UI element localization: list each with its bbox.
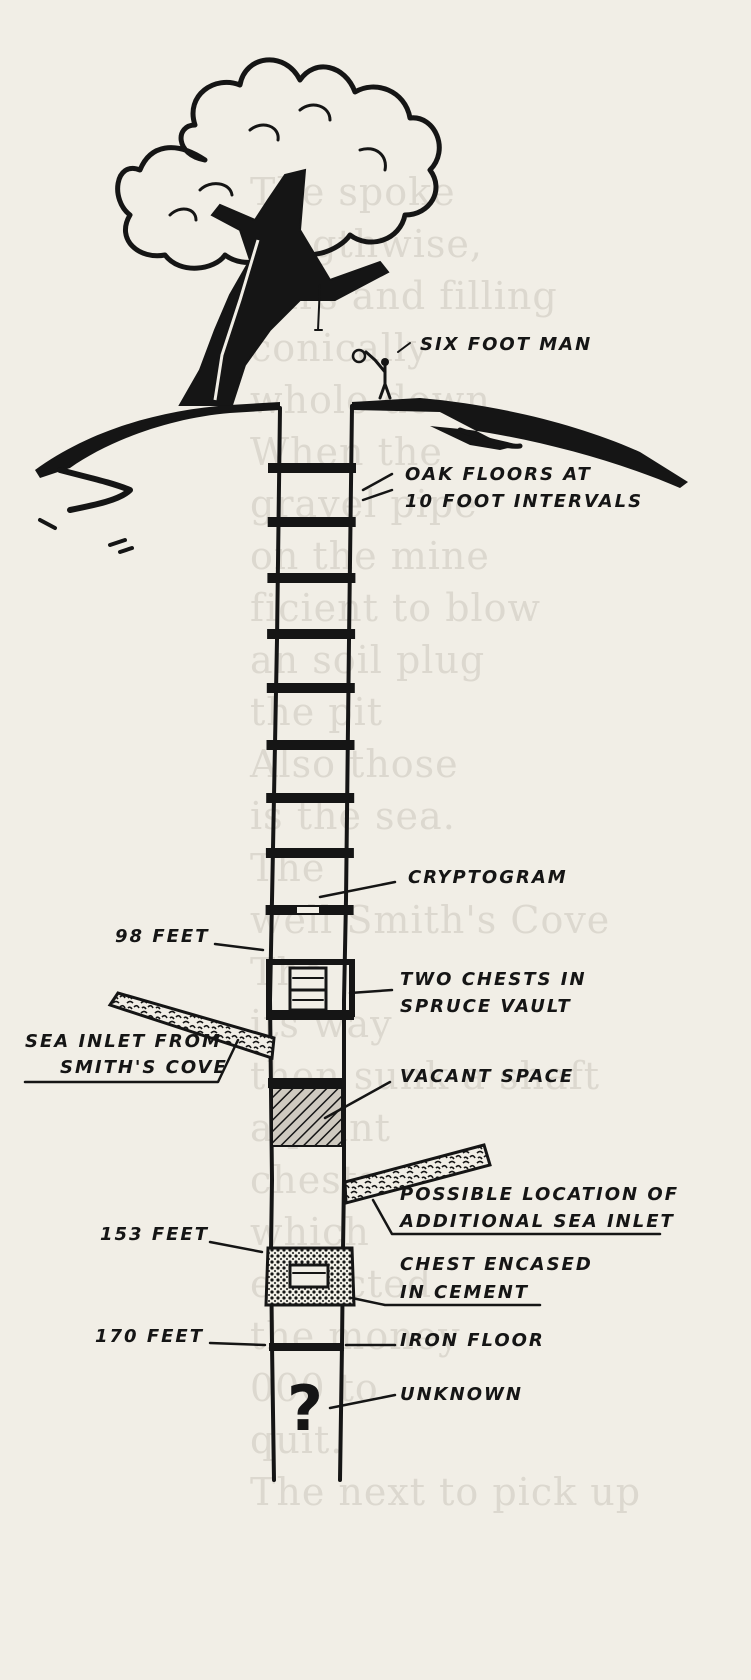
six-foot-man-figure bbox=[351, 342, 411, 400]
vacant-space bbox=[268, 1078, 346, 1147]
label-170-feet: 170 FEET bbox=[95, 1326, 204, 1347]
cement-encased-chest bbox=[264, 1246, 356, 1307]
oak-floor-bar bbox=[266, 793, 355, 803]
oak-floor-bar bbox=[268, 463, 356, 473]
oak-tree bbox=[115, 57, 442, 406]
cryptogram-stone bbox=[295, 905, 321, 915]
sea-inlet-tunnel-right bbox=[343, 1143, 492, 1205]
unknown-question-mark: ? bbox=[287, 1372, 323, 1445]
label-sea-inlet-line2: SMITH'S COVE bbox=[60, 1057, 228, 1078]
labels: SIX FOOT MAN OAK FLOORS AT 10 FOOT INTER… bbox=[25, 334, 679, 1405]
label-cement-line1: CHEST ENCASED bbox=[400, 1254, 593, 1275]
label-two-chests-line2: SPRUCE VAULT bbox=[400, 996, 572, 1017]
background-text-line: well Smith's Cove bbox=[250, 898, 610, 942]
label-98-feet: 98 FEET bbox=[115, 926, 209, 947]
ground-surface bbox=[35, 398, 688, 554]
label-sea-inlet-line1: SEA INLET FROM bbox=[25, 1031, 222, 1052]
label-vacant-space: VACANT SPACE bbox=[400, 1066, 574, 1087]
cement-chest bbox=[288, 1263, 330, 1289]
label-iron-floor: IRON FLOOR bbox=[400, 1330, 545, 1351]
label-possible-line2: ADDITIONAL SEA INLET bbox=[398, 1211, 675, 1232]
background-text-line: quit. bbox=[250, 1418, 343, 1462]
oak-floor-bar bbox=[267, 517, 356, 527]
background-text-line: conically bbox=[250, 326, 430, 370]
oak-floor-bar bbox=[267, 573, 356, 583]
label-two-chests-line1: TWO CHESTS IN bbox=[400, 969, 587, 990]
oak-floor-bar bbox=[265, 848, 354, 858]
background-text-line: the pit bbox=[250, 690, 383, 734]
label-oak-floors-line2: 10 FOOT INTERVALS bbox=[405, 491, 643, 512]
sea-inlet-tunnel-left bbox=[107, 991, 276, 1061]
label-153-feet: 153 FEET bbox=[100, 1224, 209, 1245]
leader-lines bbox=[23, 472, 662, 1410]
oak-floor-bar bbox=[266, 683, 355, 693]
background-text-line: on the mine bbox=[250, 534, 490, 578]
iron-floor-bar bbox=[269, 1343, 344, 1351]
background-text-line: The next to pick up bbox=[250, 1470, 641, 1514]
label-oak-floors-line1: OAK FLOORS AT bbox=[405, 464, 592, 485]
oak-floor-bar bbox=[267, 629, 356, 639]
label-possible-line1: POSSIBLE LOCATION OF bbox=[400, 1184, 679, 1205]
background-text-line: ficient to blow bbox=[250, 586, 541, 630]
label-six-foot-man: SIX FOOT MAN bbox=[420, 334, 592, 355]
spruce-vault bbox=[266, 959, 355, 1020]
label-unknown: UNKNOWN bbox=[400, 1384, 523, 1405]
oak-floor-bar bbox=[266, 740, 355, 750]
background-text-line: an soil plug bbox=[250, 638, 485, 682]
label-cement-line2: IN CEMENT bbox=[400, 1282, 529, 1303]
label-cryptogram: CRYPTOGRAM bbox=[408, 867, 568, 888]
